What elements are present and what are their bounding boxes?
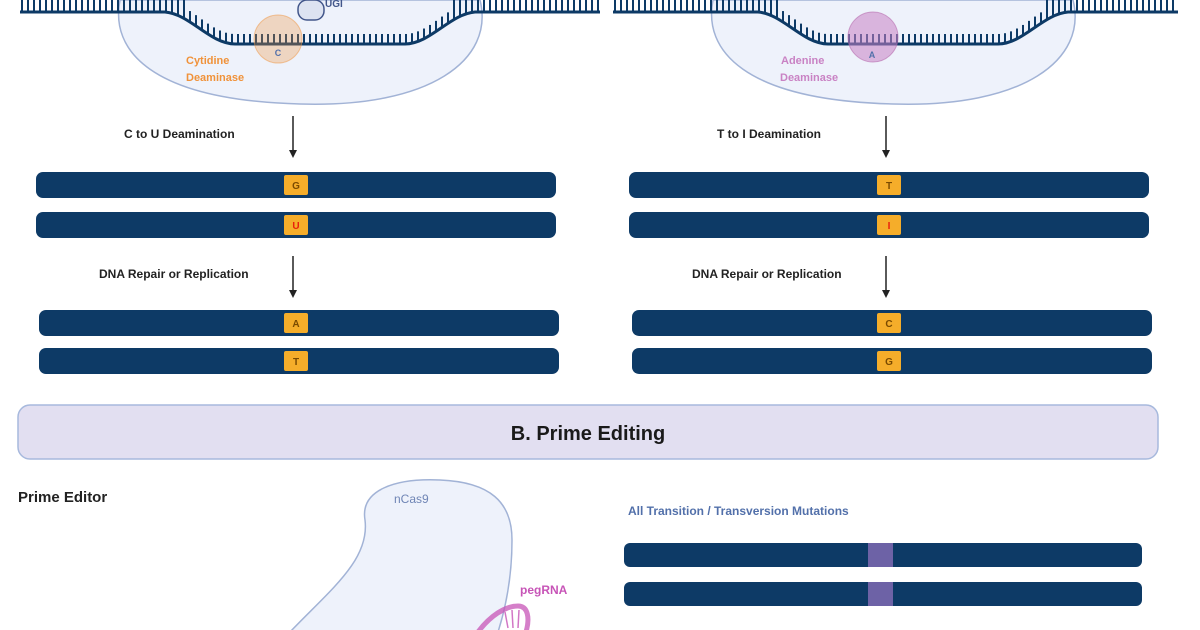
adenine-deaminase-label-line1: Adenine — [781, 55, 824, 67]
ncas9-protein — [290, 479, 513, 630]
abe-dna-rungs — [614, 0, 1174, 44]
abe-step2-label: DNA Repair or Replication — [692, 267, 842, 281]
cbe-dna-rungs — [21, 0, 599, 44]
prime-editing-title: B. Prime Editing — [511, 423, 665, 445]
cbe-dna-top-strand — [20, 10, 600, 46]
prime-top-edit-site — [868, 543, 893, 567]
abe-deaminase-base: A — [869, 50, 876, 60]
abe-panel: A Adenine Deaminase T to I Deamination T… — [613, 0, 1178, 374]
cytidine-deaminase-label-line2: Deaminase — [186, 72, 244, 84]
abe-step2-bottom-base: G — [885, 357, 893, 368]
ugi-protein — [297, 0, 325, 21]
cbe-step2-top-base: A — [292, 319, 299, 330]
cbe-step1-top-base-box — [284, 175, 308, 195]
cbe-step1-label: C to U Deamination — [124, 127, 235, 141]
abe-step1-bottom-base-box — [877, 215, 901, 235]
abe-step2-top-base: C — [885, 319, 892, 330]
prime-editing-banner — [17, 404, 1159, 460]
abe-step1-label: T to I Deamination — [717, 127, 821, 141]
cbe-step1-top-base: G — [292, 181, 300, 192]
cbe-step1-bottom-base: U — [292, 221, 299, 232]
ugi-label: UGI — [325, 0, 343, 10]
cbe-step2-bottom-base: T — [293, 357, 299, 368]
cbe-cas-protein — [117, 0, 483, 105]
prime-editor-label: Prime Editor — [18, 489, 107, 506]
abe-dna-top-strand — [613, 10, 1178, 46]
cbe-step2-top-base-box — [284, 313, 308, 333]
pegrna-rungs — [504, 609, 520, 629]
abe-step2-bottom-base-box — [877, 351, 901, 371]
prime-editor-panel: Prime Editor nCas9 pegRNA All Transition… — [18, 479, 1142, 630]
ncas9-label: nCas9 — [394, 492, 429, 506]
cbe-step1-bottom-base-box — [284, 215, 308, 235]
pegrna-strand — [476, 603, 531, 630]
cbe-panel: C UGI Cytidine Deaminase C to U Deaminat… — [20, 0, 600, 374]
prime-bottom-edit-site — [868, 582, 893, 606]
abe-step1-bottom-base: I — [888, 221, 891, 232]
cytidine-deaminase-label-line1: Cytidine — [186, 55, 229, 67]
abe-step2-top-base-box — [877, 313, 901, 333]
cbe-step2-bottom-base-box — [284, 351, 308, 371]
cbe-deaminase-base: C — [275, 48, 282, 58]
adenine-deaminase-label-line2: Deaminase — [780, 72, 838, 84]
cbe-step2-label: DNA Repair or Replication — [99, 267, 249, 281]
all-mutations-label: All Transition / Transversion Mutations — [628, 504, 849, 518]
cytidine-deaminase-shape — [253, 14, 303, 64]
abe-step1-top-base-box — [877, 175, 901, 195]
adenine-deaminase-shape — [847, 11, 899, 63]
pegrna-label: pegRNA — [520, 583, 568, 597]
abe-step1-top-base: T — [886, 181, 892, 192]
